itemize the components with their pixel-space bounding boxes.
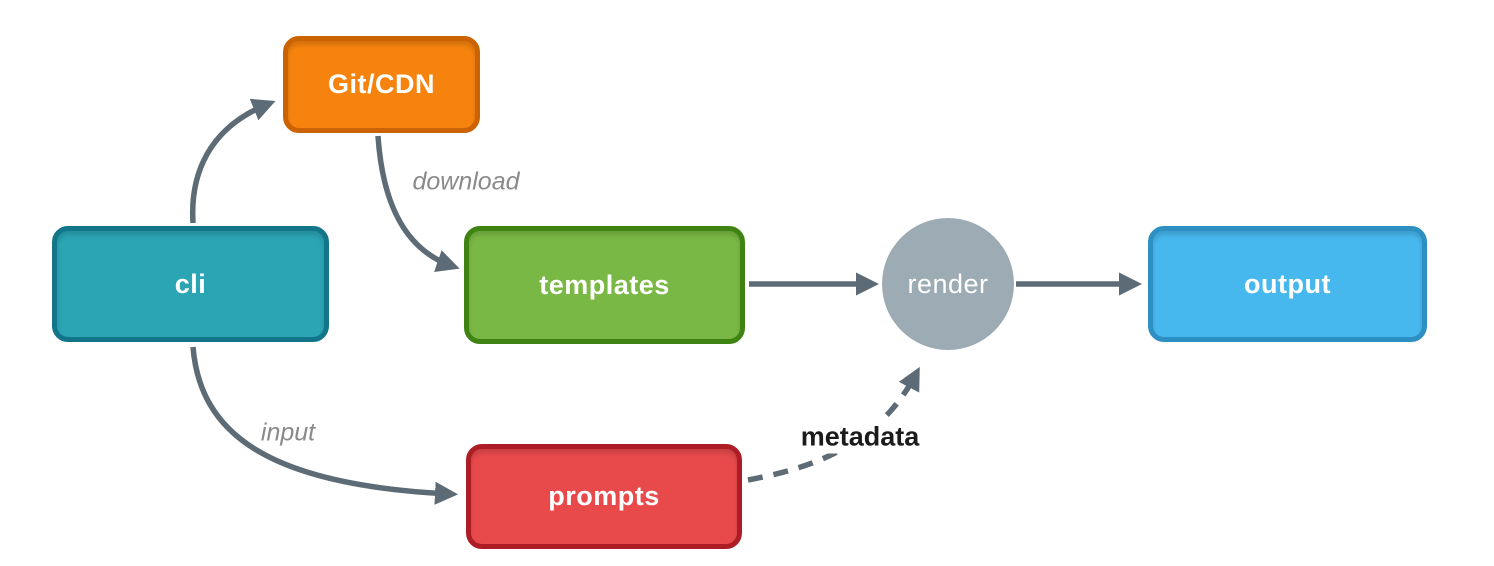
node-render-label: render bbox=[907, 268, 989, 299]
edge-label-metadata: metadata bbox=[795, 420, 925, 454]
node-render: render bbox=[882, 218, 1014, 350]
node-cli: cli bbox=[52, 226, 329, 342]
node-output: output bbox=[1148, 226, 1427, 342]
edge-label-download: download bbox=[412, 167, 520, 196]
node-git-cdn-label: Git/CDN bbox=[328, 69, 435, 99]
node-prompts-label: prompts bbox=[548, 481, 660, 511]
edge-cli-to-prompts bbox=[190, 346, 459, 505]
node-cli-label: cli bbox=[174, 268, 207, 299]
edge-label-input: input bbox=[260, 418, 316, 447]
edge-cli-to-gitcdn bbox=[189, 98, 276, 224]
node-git-cdn: Git/CDN bbox=[283, 36, 480, 133]
edge-gitcdn-to-templates bbox=[375, 135, 460, 272]
node-templates-label: templates bbox=[539, 269, 670, 300]
node-output-label: output bbox=[1244, 268, 1331, 299]
node-prompts: prompts bbox=[466, 444, 742, 549]
node-templates: templates bbox=[464, 226, 745, 344]
